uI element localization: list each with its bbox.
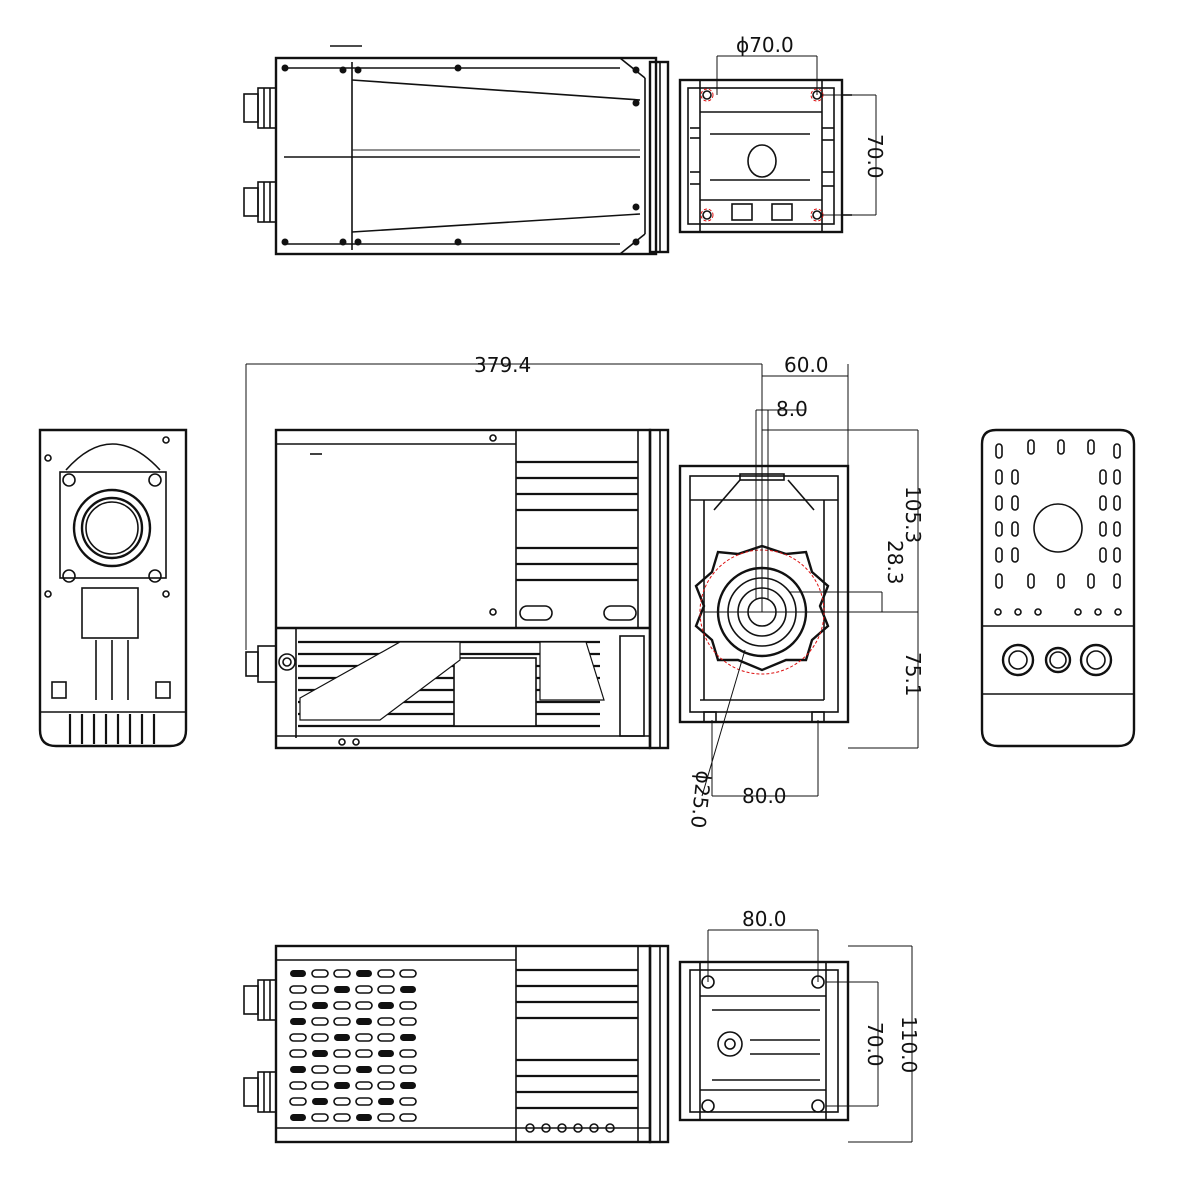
vent-slot — [356, 1018, 372, 1025]
dim-overall-length: 379.4 — [474, 353, 531, 377]
vent-slot — [334, 1082, 350, 1089]
vent-slot — [333, 1001, 351, 1010]
top-view-motor-body — [274, 56, 658, 256]
bottom-view-dots — [525, 1123, 615, 1133]
vent-slot — [399, 1049, 417, 1058]
vent-slot — [312, 1098, 328, 1105]
vent-slot — [311, 1113, 329, 1122]
bottom-view — [243, 929, 913, 1144]
front-view-fins-upper — [516, 460, 638, 582]
vent-slot — [355, 1049, 373, 1058]
vent-slot — [355, 985, 373, 994]
dim-shaft-bore: ϕ25.0 — [686, 769, 716, 829]
vent-slot — [399, 1065, 417, 1074]
bottom-view-motor-body — [274, 944, 652, 1144]
vent-slot — [377, 1081, 395, 1090]
dim-top-bore: ϕ70.0 — [736, 33, 794, 57]
vent-slot — [289, 1049, 307, 1058]
vent-slot — [334, 1034, 350, 1041]
vent-slot — [312, 1050, 328, 1057]
vent-slot — [290, 970, 306, 977]
vent-slot — [399, 1001, 417, 1010]
vent-slot — [289, 985, 307, 994]
vent-slot — [355, 1097, 373, 1106]
vent-slot — [333, 969, 351, 978]
vent-slot — [378, 1098, 394, 1105]
vent-slot — [355, 1081, 373, 1090]
vent-slot — [356, 970, 372, 977]
vent-slot — [377, 985, 395, 994]
bottom-view-vent-grid — [289, 969, 417, 1122]
vent-slot — [377, 1017, 395, 1026]
vent-slot — [311, 985, 329, 994]
vent-slot — [377, 1033, 395, 1042]
dim-height-upper: 105.3 — [901, 486, 925, 543]
vent-slot — [399, 1113, 417, 1122]
left-end-view — [38, 428, 188, 748]
dim-mount-spacing-side: 80.0 — [742, 784, 787, 808]
vent-slot — [289, 1033, 307, 1042]
vent-slot — [312, 1002, 328, 1009]
vent-slot — [333, 1049, 351, 1058]
vent-slot — [356, 1114, 372, 1121]
vent-slot — [333, 1065, 351, 1074]
dim-bottom-width: 70.0 — [863, 1022, 887, 1067]
vent-slot — [377, 969, 395, 978]
vent-slot — [311, 1081, 329, 1090]
dim-shaft-offset: 28.3 — [883, 540, 907, 585]
vent-slot — [377, 1113, 395, 1122]
vent-slot — [311, 1033, 329, 1042]
dim-mount-spacing-bottom: 80.0 — [742, 907, 787, 931]
bottom-view-fins — [516, 968, 638, 1110]
vent-slot — [290, 1018, 306, 1025]
vent-slot — [377, 1065, 395, 1074]
dim-overall-width: 110.0 — [897, 1016, 921, 1073]
bottom-view-gearbox — [678, 960, 850, 1122]
right-end-view — [980, 428, 1136, 748]
vent-slot — [400, 986, 416, 993]
vent-slot — [399, 1017, 417, 1026]
vent-slot — [289, 1081, 307, 1090]
vent-slot — [290, 1114, 306, 1121]
dim-flange-offset: 60.0 — [784, 353, 829, 377]
vent-slot — [399, 969, 417, 978]
dim-key-width: 8.0 — [776, 397, 808, 421]
top-view-cable-glands — [243, 87, 277, 223]
dim-top-width: 70.0 — [863, 134, 887, 179]
dim-height-lower: 75.1 — [901, 652, 925, 697]
bottom-view-dimensions — [707, 929, 913, 1143]
vent-slot — [333, 1017, 351, 1026]
vent-slot — [378, 1002, 394, 1009]
vent-slot — [289, 1097, 307, 1106]
vent-slot — [333, 1113, 351, 1122]
vent-slot — [355, 1033, 373, 1042]
vent-slot — [355, 1001, 373, 1010]
vent-slot — [311, 1017, 329, 1026]
top-view-screws — [281, 64, 640, 246]
dimension-labels: ϕ70.0 70.0 379.4 60.0 8.0 105.3 28.3 75.… — [474, 33, 925, 1073]
front-view-dimensions — [245, 363, 919, 797]
top-view — [243, 45, 877, 256]
front-view — [245, 363, 919, 797]
vent-slot — [311, 969, 329, 978]
bottom-view-cable-glands — [243, 979, 277, 1113]
vent-slot — [378, 1050, 394, 1057]
top-view-gearbox — [678, 78, 852, 234]
right-end-view-vent-slots — [994, 439, 1122, 616]
vent-slot — [400, 1082, 416, 1089]
front-view-gearbox — [678, 464, 850, 724]
vent-slot — [356, 1066, 372, 1073]
top-view-dimensions — [716, 55, 877, 216]
vent-slot — [311, 1065, 329, 1074]
vent-slot — [290, 1066, 306, 1073]
vent-slot — [399, 1097, 417, 1106]
vent-slot — [334, 986, 350, 993]
vent-slot — [289, 1001, 307, 1010]
vent-slot — [333, 1097, 351, 1106]
right-end-view-connectors — [1001, 643, 1113, 677]
vent-slot — [400, 1034, 416, 1041]
